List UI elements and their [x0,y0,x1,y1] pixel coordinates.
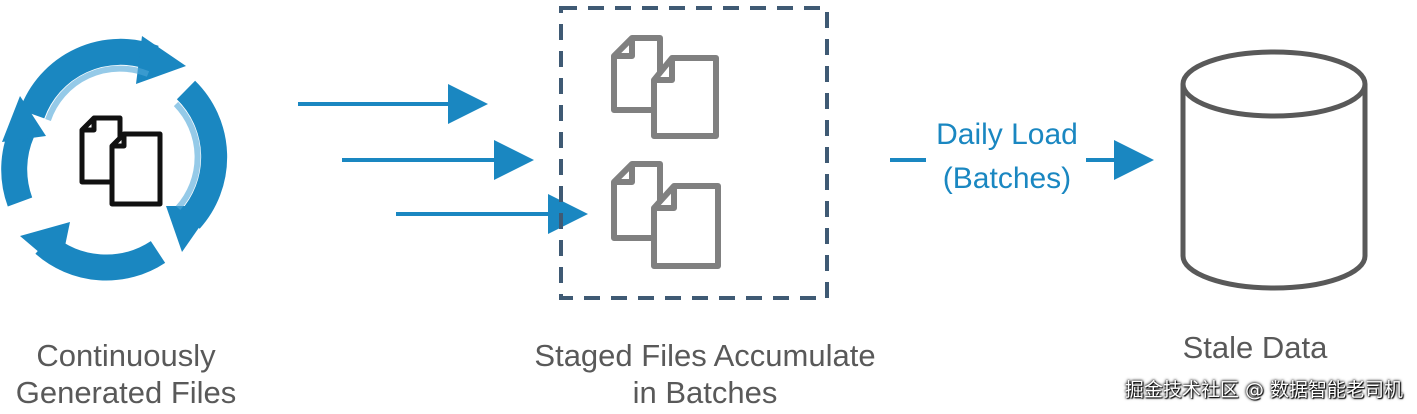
source-caption: Continuously Generated Files [0,337,252,411]
source-files-icon [79,115,163,207]
staging-caption: Staged Files Accumulate in Batches [480,337,930,411]
database-cylinder-icon [1180,49,1368,291]
load-label: Daily Load (Batches) [912,113,1102,201]
source-caption-line1: Continuously [36,338,216,373]
load-label-line1: Daily Load [936,118,1078,151]
staging-batch-box [559,6,829,300]
refresh-cycle-icon [1,36,228,281]
staged-files-top-icon [611,35,719,139]
target-caption: Stale Data [1150,329,1360,366]
source-caption-line2: Generated Files [15,375,237,410]
staging-caption-line2: in Batches [632,375,778,410]
load-label-line2: (Batches) [942,162,1072,195]
watermark-text: 掘金技术社区 @ 数据智能老司机 [1124,379,1403,401]
staged-files-bottom-icon [611,161,721,269]
target-caption-text: Stale Data [1182,330,1328,365]
staging-caption-line1: Staged Files Accumulate [534,338,876,373]
